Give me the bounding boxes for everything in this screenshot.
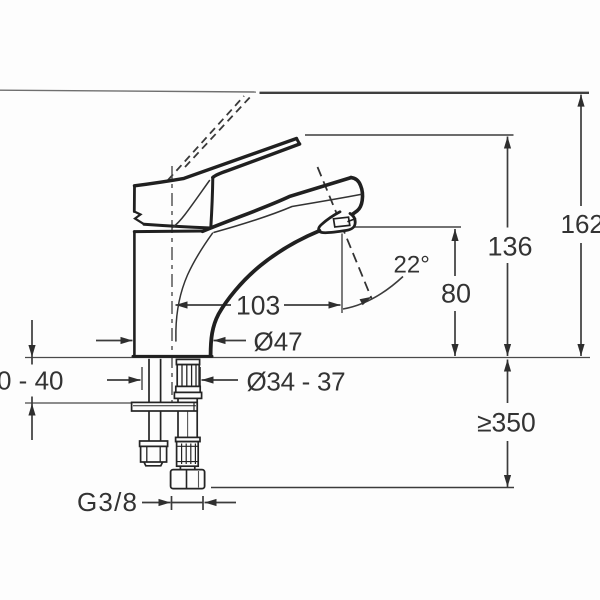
svg-text:G3/8: G3/8 xyxy=(77,487,138,517)
svg-text:0 - 40: 0 - 40 xyxy=(0,366,64,396)
svg-text:136: 136 xyxy=(488,232,533,262)
svg-text:80: 80 xyxy=(441,279,471,309)
svg-text:103: 103 xyxy=(236,291,280,321)
svg-text:22°: 22° xyxy=(394,252,430,279)
svg-text:≥350: ≥350 xyxy=(477,408,536,438)
svg-text:162: 162 xyxy=(561,209,600,239)
svg-text:Ø47: Ø47 xyxy=(254,327,303,357)
svg-text:Ø34 - 37: Ø34 - 37 xyxy=(247,367,346,397)
